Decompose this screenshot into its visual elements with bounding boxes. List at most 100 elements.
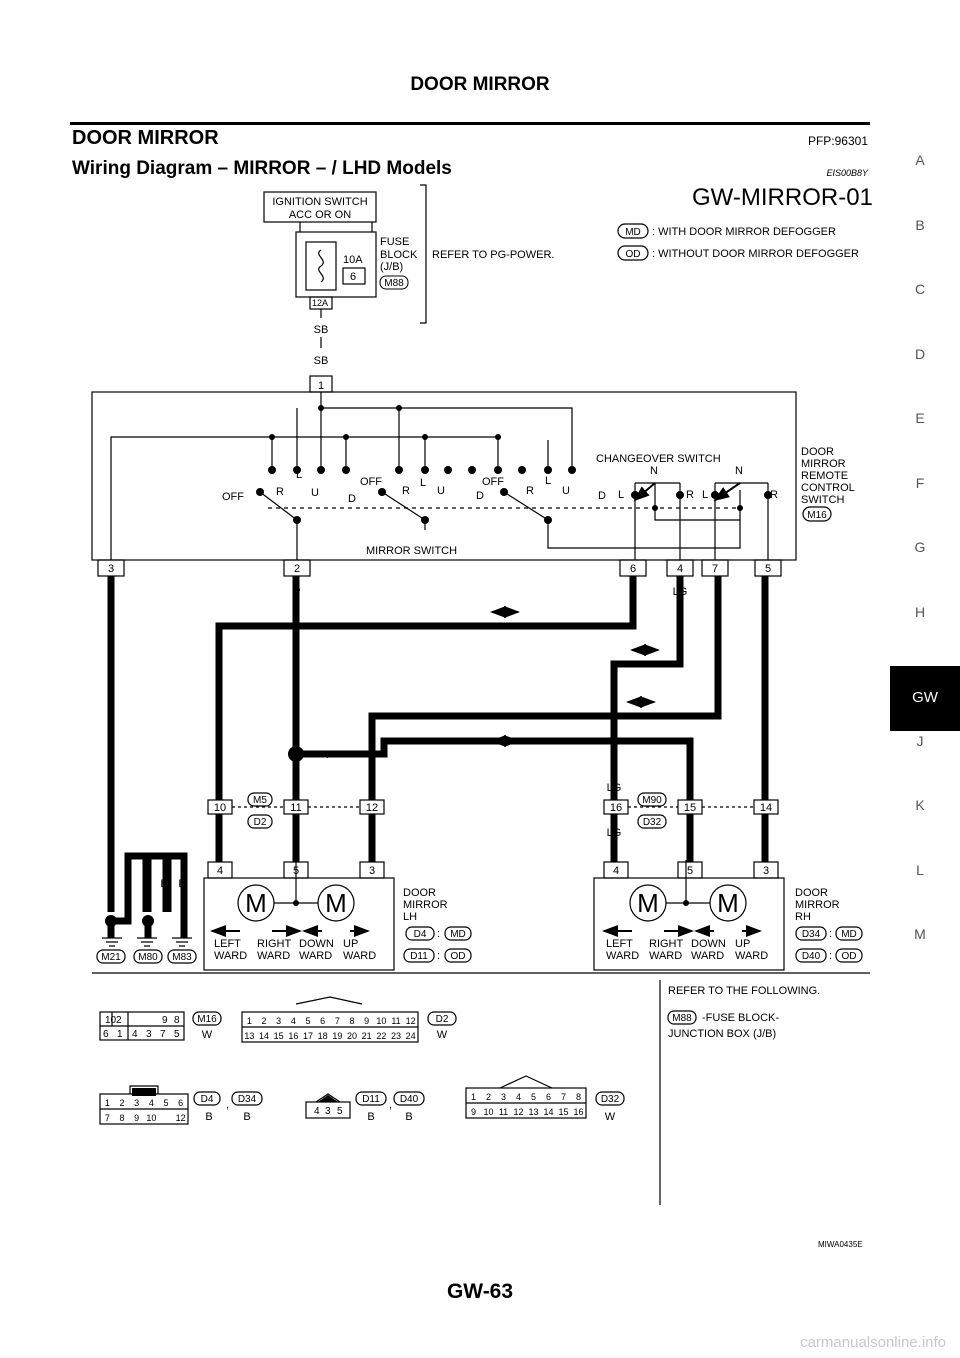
d2-pin: 4 [291, 1016, 296, 1026]
nav-item-h[interactable]: H [914, 603, 926, 620]
remote-control-switch-box [91, 391, 797, 561]
rcs-term-7: 7 [712, 563, 718, 575]
wire-p-link [296, 737, 694, 800]
d32-pin: 4 [516, 1092, 521, 1102]
wire-label-r: R [761, 586, 769, 598]
d4-pin: 5 [163, 1098, 168, 1108]
wire-l [368, 576, 722, 800]
rh-name-2: MIRROR [795, 899, 840, 911]
wire-label-l: L [715, 586, 721, 598]
rh-name-1: DOOR [795, 887, 828, 899]
top-terminal-number: 1 [318, 380, 324, 392]
rh-md: MD [841, 929, 857, 940]
lh-dir-up-1: UP [343, 938, 358, 950]
lh-dir-right-1: RIGHT [257, 938, 292, 950]
sw1-u: U [311, 487, 319, 499]
ground-m80: M80 [138, 952, 158, 963]
rcs-term-5: 5 [765, 563, 771, 575]
m16-color: W [202, 1029, 213, 1041]
jr-term-15: 15 [684, 802, 696, 814]
m16-pin: 8 [174, 1015, 180, 1026]
m16-tag: M16 [197, 1014, 217, 1025]
fuse-amp: 10A [343, 254, 363, 266]
fuse-label-3: (J/B) [380, 261, 403, 273]
d2-pin: 22 [376, 1031, 386, 1041]
d32-color: W [605, 1111, 616, 1123]
d2-pin: 19 [332, 1031, 342, 1041]
lh-term-4: 4 [217, 865, 223, 877]
d11-pin: 4 [314, 1106, 320, 1117]
d2-pin: 20 [347, 1031, 357, 1041]
wire-lg [610, 576, 684, 800]
d2-pin: 12 [406, 1016, 416, 1026]
sw2-off: OFF [360, 476, 382, 488]
m16-pinout: 10 2 9 8 6 1 4 3 7 5 [103, 1015, 180, 1040]
wire-y [215, 576, 637, 800]
d2-pin: 21 [362, 1031, 372, 1041]
lh-dir-down-2: WARD [299, 950, 332, 962]
lh-name-1: DOOR [403, 887, 436, 899]
nav-item-k[interactable]: K [915, 797, 925, 813]
legend-md-tag: MD [625, 227, 641, 238]
nav-item-e[interactable]: E [915, 410, 925, 426]
d32-pin: 6 [546, 1092, 551, 1102]
d2-pin: 2 [261, 1016, 266, 1026]
rcs-term-4: 4 [677, 563, 683, 575]
nav-item-l[interactable]: L [916, 861, 924, 878]
rh-conn-d40: D40 [802, 951, 821, 962]
d32-pin: 2 [486, 1092, 491, 1102]
rcs-name-2: MIRROR [801, 458, 846, 470]
d2-pin: 24 [406, 1031, 416, 1041]
d4-pin: 4 [149, 1098, 154, 1108]
jr-up-p: P [686, 782, 693, 794]
lh-name-2: MIRROR [403, 899, 448, 911]
fuse-terminal: 12A [312, 298, 328, 308]
jr-up-lg: LG [607, 782, 622, 794]
jr-lo-lg: LG [607, 827, 622, 839]
jr-term-14: 14 [760, 802, 772, 814]
section-code: EIS00B8Y [826, 168, 868, 178]
wire-sb-label-2: SB [314, 355, 329, 367]
nav-item-c[interactable]: C [914, 281, 926, 297]
nav-item-g[interactable]: G [914, 539, 926, 555]
changeover-switch-label: CHANGEOVER SWITCH [596, 453, 721, 465]
rcs-conn-tag: M16 [807, 510, 827, 521]
mirror-switch-label: MIRROR SWITCH [366, 545, 457, 557]
co-right-n: N [735, 465, 743, 477]
gnd-wire-3: B [142, 878, 149, 890]
legend-od-tag: OD [626, 249, 641, 260]
d11-pin: 5 [337, 1106, 343, 1117]
wire-label-lg: LG [673, 586, 688, 598]
fuse-conn-tag: M88 [384, 278, 404, 289]
rh-dir-down-1: DOWN [691, 938, 726, 950]
d4-pin: 2 [119, 1098, 124, 1108]
nav-item-j[interactable]: J [916, 732, 924, 749]
header-rule [70, 122, 870, 125]
d2-tag: D2 [436, 1014, 449, 1025]
m16-pin: 10 [105, 1015, 117, 1026]
nav-item-d[interactable]: D [914, 345, 926, 362]
rh-colon-1: : [829, 928, 832, 940]
nav-item-m[interactable]: M [914, 926, 926, 942]
nav-item-b[interactable]: B [915, 216, 925, 233]
rh-term-5: 5 [687, 865, 693, 877]
sw3-d: D [598, 490, 606, 502]
nav-item-f[interactable]: F [915, 474, 925, 491]
d4-comma: , [226, 1099, 229, 1111]
nav-item-gw-active[interactable]: GW [890, 666, 960, 731]
gnd-wire-1: B [107, 878, 114, 890]
nav-item-a[interactable]: A [915, 152, 925, 168]
m16-pin: 4 [132, 1029, 138, 1040]
d32-pin: 13 [528, 1107, 538, 1117]
legend-md-text: : WITH DOOR MIRROR DEFOGGER [652, 226, 836, 238]
rh-dir-down-2: WARD [691, 950, 724, 962]
wire-label-p-3: P [326, 749, 333, 761]
d2-pin: 15 [274, 1031, 284, 1041]
d2-pin: 3 [276, 1016, 281, 1026]
lh-term-3: 3 [369, 865, 375, 877]
d11-tag: D11 [362, 1094, 380, 1105]
d2-pin: 9 [364, 1016, 369, 1026]
lh-od: OD [451, 951, 466, 962]
